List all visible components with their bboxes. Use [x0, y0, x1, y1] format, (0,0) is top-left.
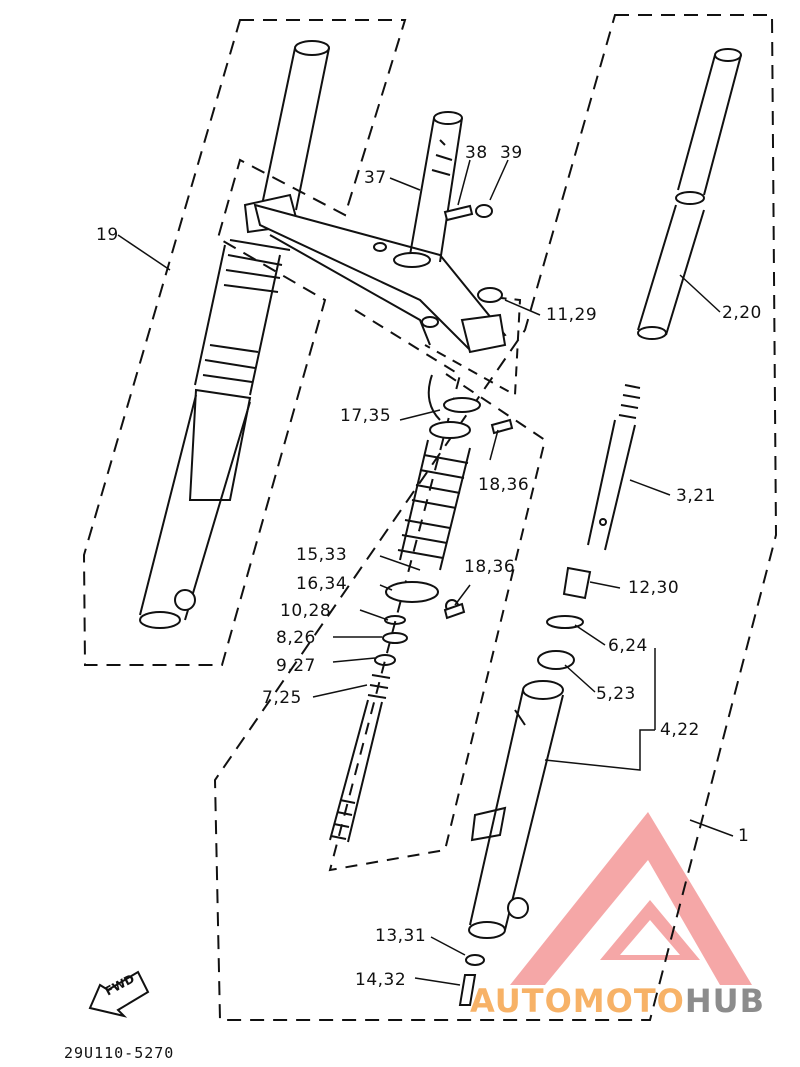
callout-3-21: 3,21: [676, 486, 716, 506]
callout-6-24: 6,24: [608, 636, 648, 656]
callout-38: 38: [465, 143, 488, 163]
callout-14-32: 14,32: [355, 970, 407, 990]
oil-seal-5-23: [537, 650, 575, 670]
callout-8-26: 8,26: [276, 628, 316, 648]
callout-1: 1: [738, 826, 750, 846]
damper-rod: [587, 384, 641, 551]
callout-7-25: 7,25: [262, 688, 302, 708]
watermark-text-part1: AUTOMOTO: [470, 982, 685, 1020]
callout-9-27: 9,27: [276, 656, 316, 676]
watermark-text: AUTOMOTOHUB: [470, 985, 765, 1017]
fwd-arrow: [88, 970, 150, 1018]
callout-18-36-lower: 18,36: [464, 557, 516, 577]
callout-39: 39: [500, 143, 523, 163]
watermark-text-part2: HUB: [684, 982, 766, 1020]
outer-tube: [468, 680, 564, 939]
bolt-38: [443, 204, 474, 222]
callout-5-23: 5,23: [596, 684, 636, 704]
callout-19: 19: [96, 225, 119, 245]
callout-13-31: 13,31: [375, 926, 427, 946]
washer-13-31: [465, 954, 485, 966]
callout-10-28: 10,28: [280, 601, 332, 621]
group-boundary-bracket: [424, 289, 522, 397]
group-boundary-1: [213, 14, 778, 1021]
callout-17-35: 17,35: [340, 406, 392, 426]
callout-11-29: 11,29: [546, 305, 598, 325]
cap-11-29: [477, 287, 503, 303]
clamp: [460, 313, 507, 354]
callout-18-36-upper: 18,36: [478, 475, 530, 495]
washer-39: [475, 204, 493, 218]
callout-12-30: 12,30: [628, 578, 680, 598]
callout-37: 37: [364, 168, 387, 188]
leader-lines: [117, 159, 734, 986]
inner-fork-assembly: [329, 374, 481, 843]
callout-16-34: 16,34: [296, 574, 348, 594]
diagram-code: 29U110-5270: [64, 1044, 175, 1062]
circlip-6-24: [546, 615, 584, 629]
fork-assembly-left: [139, 40, 330, 629]
watermark-logo: [510, 812, 752, 985]
bolt-14-32: [458, 974, 477, 1006]
callout-2-20: 2,20: [722, 303, 762, 323]
taper-spindle-12-30: [562, 566, 592, 600]
screw-18-36-lower: [443, 602, 466, 620]
fork-tube-right: [637, 48, 742, 340]
steering-stem: [393, 111, 463, 268]
group-boundary-19: [82, 19, 407, 666]
group-boundary-inner: [328, 309, 547, 872]
screw-18-36-upper: [490, 418, 514, 435]
callout-15-33: 15,33: [296, 545, 348, 565]
callout-4-22: 4,22: [660, 720, 700, 740]
